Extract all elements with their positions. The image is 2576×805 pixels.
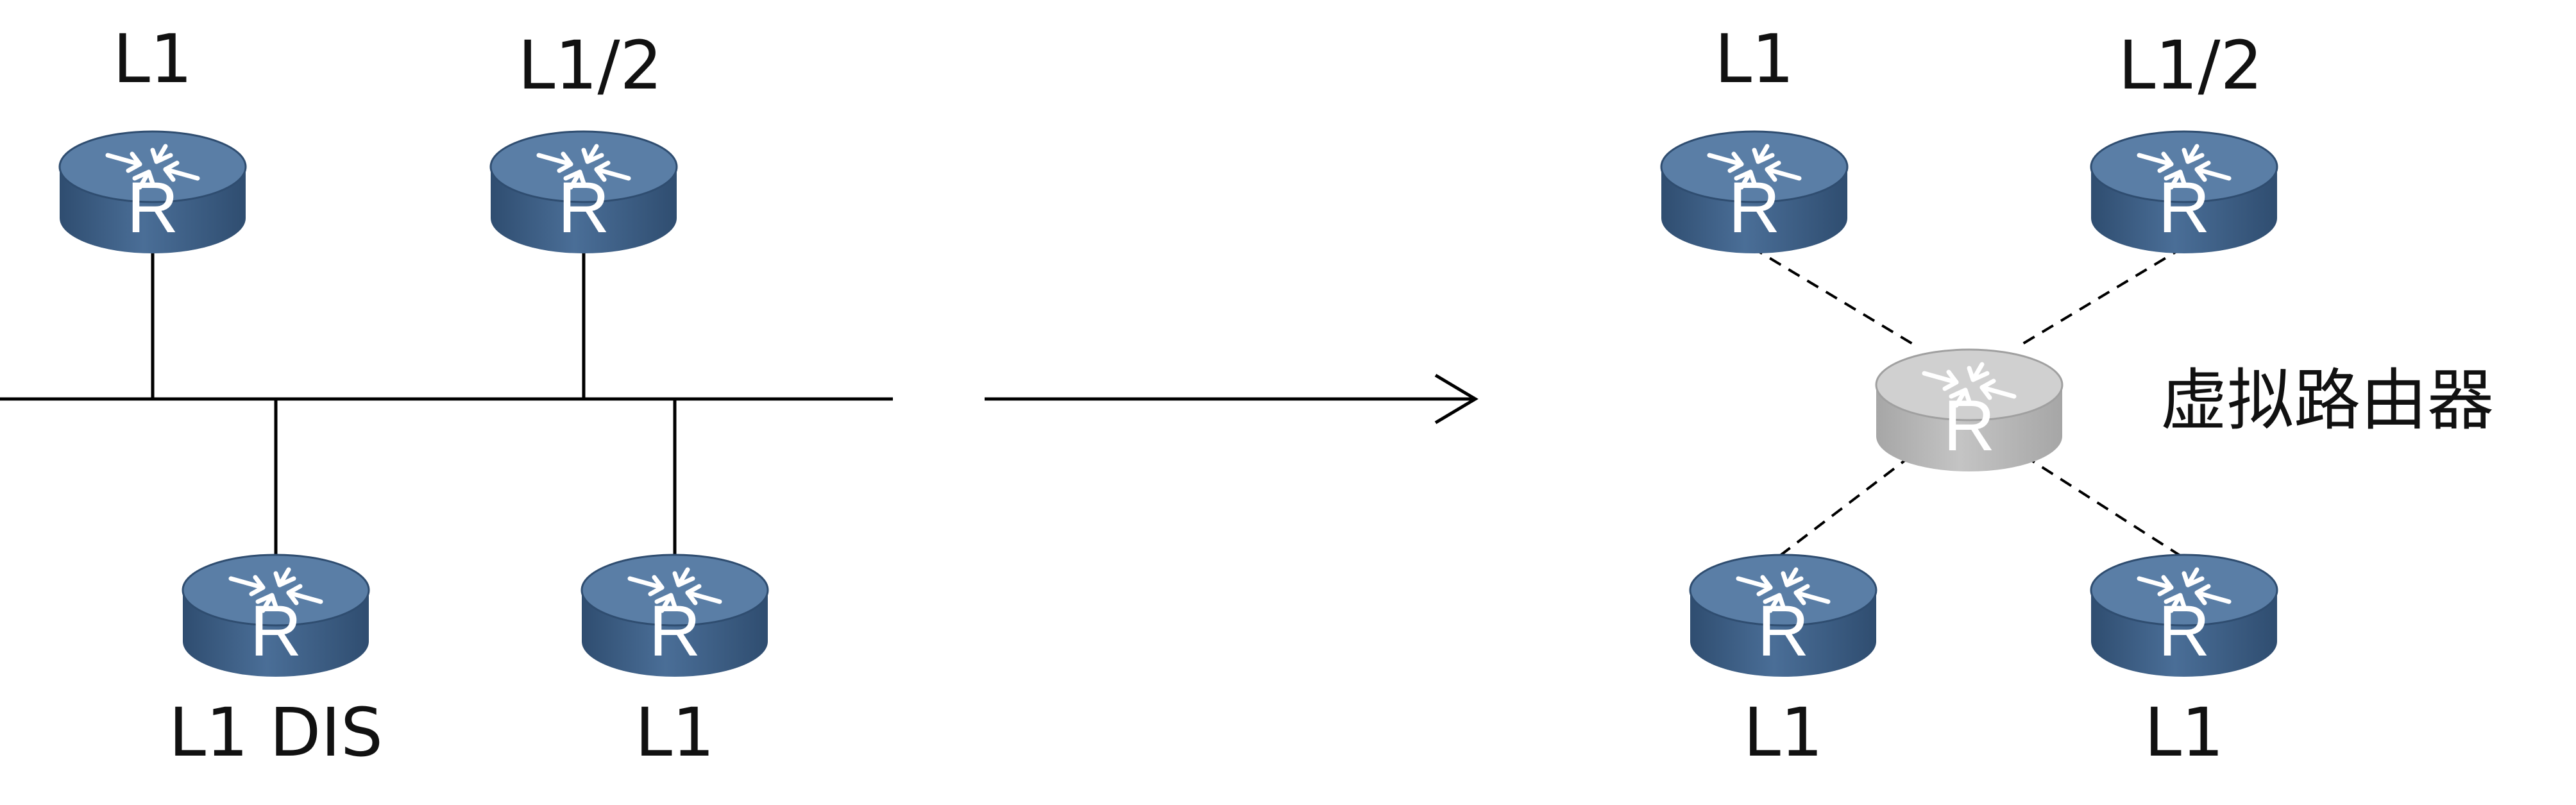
router-glyph: R [1944, 386, 1996, 466]
right-router-3: R [1690, 555, 1876, 677]
right-router-2-label: L1/2 [2118, 26, 2262, 105]
right-router-1: R [1661, 131, 1847, 253]
right-router-1-label: L1 [1715, 20, 1794, 98]
virtual-router-label: 虚拟路由器 [2160, 361, 2494, 439]
left-router-3: R [183, 555, 369, 677]
left-router-4: R [582, 555, 768, 677]
router-glyph: R [250, 591, 302, 671]
left-router-2-label: L1/2 [518, 26, 662, 105]
router-glyph: R [1729, 167, 1781, 248]
broadcast-network: R L1 R L1/2 R L1 DIS R L1 [0, 20, 893, 772]
right-router-2: R [2091, 131, 2277, 253]
left-router-3-label: L1 DIS [169, 693, 383, 772]
left-router-1: R [60, 131, 246, 253]
router-glyph: R [2158, 591, 2210, 671]
router-glyph: R [127, 167, 179, 248]
right-router-3-label: L1 [1743, 693, 1823, 772]
dashed-link-1 [1750, 246, 1916, 346]
left-router-4-label: L1 [635, 693, 715, 772]
router-glyph: R [558, 167, 610, 248]
left-router-1-label: L1 [113, 20, 192, 98]
arrow-head [1434, 373, 1479, 425]
router-glyph: R [2158, 167, 2210, 248]
right-router-4: R [2091, 555, 2277, 677]
router-glyph: R [649, 591, 701, 671]
left-router-2: R [491, 131, 677, 253]
dashed-link-2 [2019, 246, 2185, 346]
dashed-link-3 [1775, 454, 1913, 559]
virtual-router: R [1876, 350, 2062, 471]
transform-arrow [985, 373, 1479, 425]
pseudonode-topology: R 虚拟路由器 R L1 R L1/2 R L1 R L1 [1661, 20, 2494, 772]
right-router-4-label: L1 [2144, 693, 2224, 772]
router-glyph: R [1758, 591, 1809, 671]
dashed-link-4 [2022, 454, 2185, 559]
